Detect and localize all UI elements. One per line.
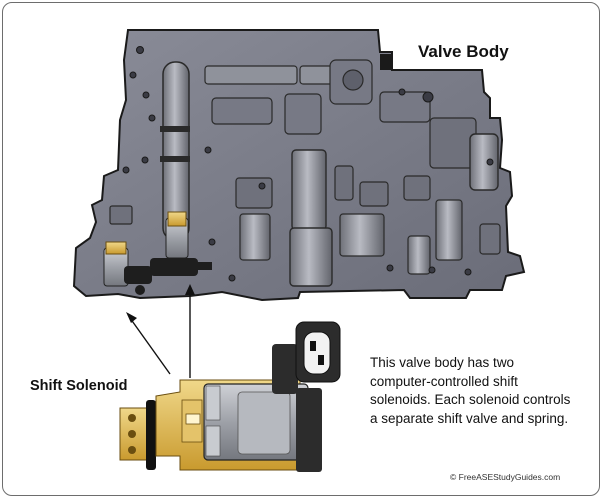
- diagram-title: Valve Body: [418, 42, 509, 61]
- shift-solenoid-illustration: [119, 321, 341, 472]
- valve-body: [72, 29, 526, 302]
- mounted-solenoid-lower: [103, 241, 152, 295]
- shift-solenoid-label: Shift Solenoid: [30, 378, 128, 394]
- description-text: This valve body has two computer-control…: [370, 355, 571, 426]
- copyright-text: © FreeASEStudyGuides.com: [450, 472, 561, 482]
- mounted-solenoid-upper: [150, 211, 212, 276]
- callout-arrows: [126, 284, 195, 378]
